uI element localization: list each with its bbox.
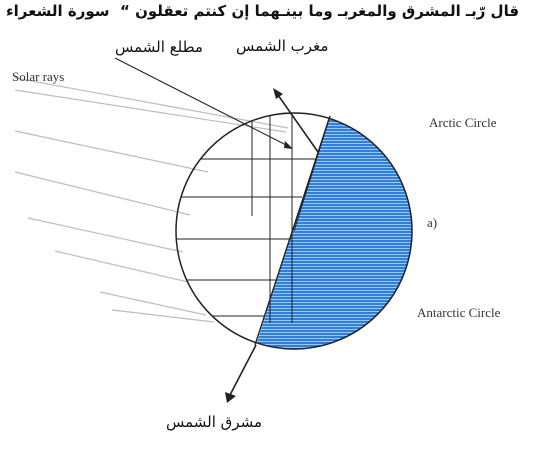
night-hemisphere bbox=[253, 113, 412, 349]
sunrise-point-label: مطلع الشمس bbox=[115, 38, 203, 56]
sunrise-label: مشرق الشمس bbox=[166, 413, 263, 431]
verse-text: قال رّبـ المشرق والمغربـ وما بينـهما إن … bbox=[135, 2, 520, 20]
solar-ray-8 bbox=[111, 309, 215, 323]
terminator-line bbox=[254, 115, 331, 346]
solar-ray-7 bbox=[99, 291, 207, 316]
surah-name: سورة الشعراء bbox=[6, 2, 110, 20]
arctic-circle-label: Arctic Circle bbox=[429, 115, 497, 130]
verse-heading: قال رّبـ المشرق والمغربـ وما بينـهما إن … bbox=[120, 2, 519, 20]
panel-marker: a) bbox=[427, 215, 438, 230]
sunrise-point-arrowhead bbox=[284, 141, 293, 149]
sunrise-point-leader bbox=[114, 57, 291, 148]
solar-rays bbox=[14, 77, 289, 323]
sunrise-arrowhead bbox=[225, 392, 236, 403]
sunset-label: مغرب الشمس bbox=[236, 37, 329, 55]
solar-ray-6 bbox=[54, 250, 189, 283]
sunrise-arrow-line bbox=[229, 344, 257, 396]
sunset-arrow-line bbox=[277, 94, 319, 153]
sunset-arrowhead bbox=[273, 88, 283, 99]
earth-globe bbox=[175, 112, 413, 350]
solar-ray-2 bbox=[14, 89, 287, 133]
solar-ray-4 bbox=[14, 171, 191, 216]
antarctic-circle-label: Antarctic Circle bbox=[417, 305, 501, 320]
solar-ray-1 bbox=[14, 77, 289, 129]
solar-rays-label: Solar rays bbox=[12, 69, 65, 84]
solar-ray-3 bbox=[14, 130, 209, 173]
solar-ray-5 bbox=[27, 217, 184, 253]
verse-quote-mark: “ bbox=[120, 2, 130, 20]
axis-segment-upper bbox=[293, 115, 331, 232]
